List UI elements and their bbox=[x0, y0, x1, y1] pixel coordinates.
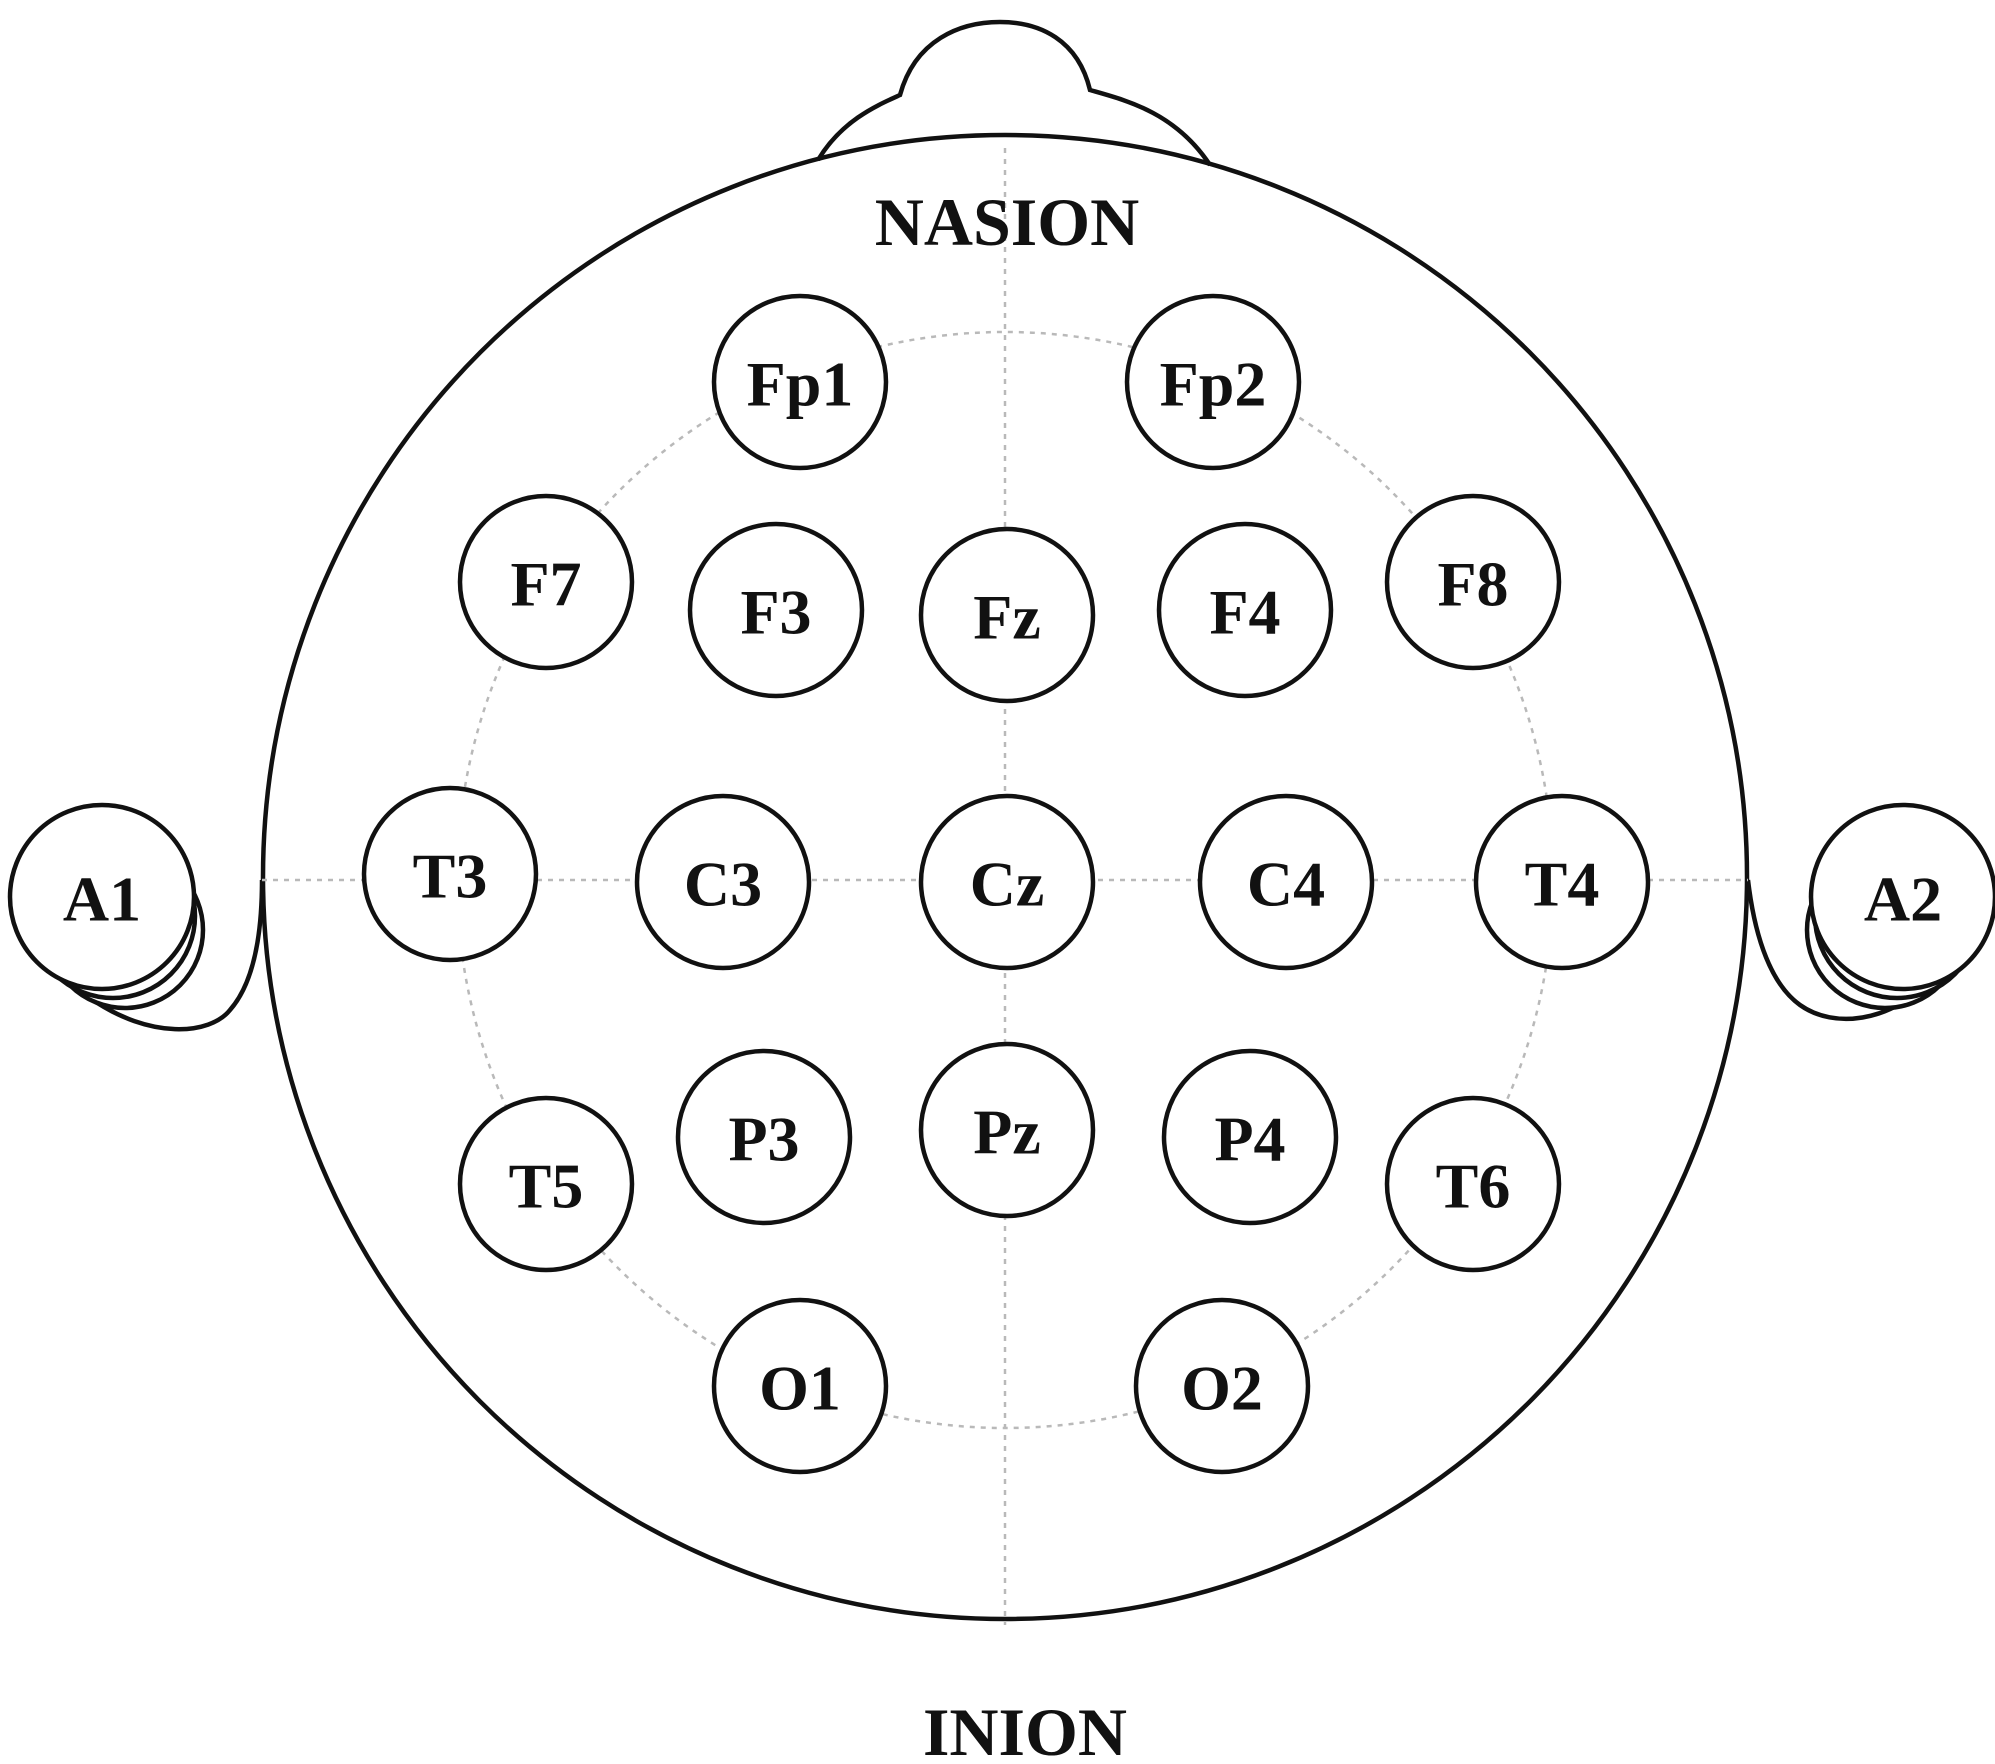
electrode-f3: F3 bbox=[687, 521, 865, 699]
electrode-label: P3 bbox=[728, 1104, 799, 1175]
electrode-c4: C4 bbox=[1197, 793, 1375, 971]
electrode-label: A2 bbox=[1864, 864, 1942, 935]
electrode-label: T4 bbox=[1525, 849, 1600, 920]
electrode-label: Cz bbox=[970, 849, 1045, 920]
electrode-t6: T6 bbox=[1384, 1095, 1562, 1273]
electrode-label: O2 bbox=[1181, 1353, 1263, 1424]
electrode-a1: A1 bbox=[7, 802, 197, 992]
electrode-f8: F8 bbox=[1384, 493, 1562, 671]
electrode-label: F7 bbox=[510, 549, 581, 620]
head-outline bbox=[260, 132, 1750, 1622]
electrode-label: F4 bbox=[1209, 577, 1280, 648]
electrode-f7: F7 bbox=[457, 493, 635, 671]
electrode-label: A1 bbox=[63, 864, 141, 935]
electrode-label: T5 bbox=[509, 1151, 584, 1222]
electrode-label: C4 bbox=[1247, 849, 1325, 920]
electrode-o1: O1 bbox=[711, 1297, 889, 1475]
electrode-p3: P3 bbox=[675, 1048, 853, 1226]
electrode-cz: Cz bbox=[918, 793, 1096, 971]
electrode-pz: Pz bbox=[918, 1041, 1096, 1219]
electrode-label: F8 bbox=[1437, 549, 1508, 620]
electrode-label: C3 bbox=[684, 849, 762, 920]
electrode-label: Fp1 bbox=[747, 349, 854, 420]
electrode-o2: O2 bbox=[1133, 1297, 1311, 1475]
electrode-p4: P4 bbox=[1161, 1048, 1339, 1226]
inion-label: INION bbox=[923, 1694, 1127, 1764]
electrode-label: Pz bbox=[973, 1097, 1041, 1168]
electrode-t4: T4 bbox=[1473, 793, 1651, 971]
nose-outline bbox=[816, 19, 1212, 167]
nasion-label: NASION bbox=[875, 184, 1140, 260]
electrode-label: T3 bbox=[413, 841, 488, 912]
electrode-fz: Fz bbox=[918, 526, 1096, 704]
electrode-label: Fz bbox=[973, 582, 1041, 653]
electrode-label: Fp2 bbox=[1160, 349, 1267, 420]
electrode-label: O1 bbox=[759, 1353, 841, 1424]
electrode-fp1: Fp1 bbox=[711, 293, 889, 471]
electrode-label: F3 bbox=[740, 577, 811, 648]
electrode-f4: F4 bbox=[1156, 521, 1334, 699]
electrode-label: P4 bbox=[1214, 1104, 1285, 1175]
electrode-t5: T5 bbox=[457, 1095, 635, 1273]
electrode-t3: T3 bbox=[361, 785, 539, 963]
electrode-c3: C3 bbox=[634, 793, 812, 971]
electrode-label: T6 bbox=[1436, 1151, 1511, 1222]
electrode-a2: A2 bbox=[1808, 802, 1995, 992]
electrode-fp2: Fp2 bbox=[1124, 293, 1302, 471]
